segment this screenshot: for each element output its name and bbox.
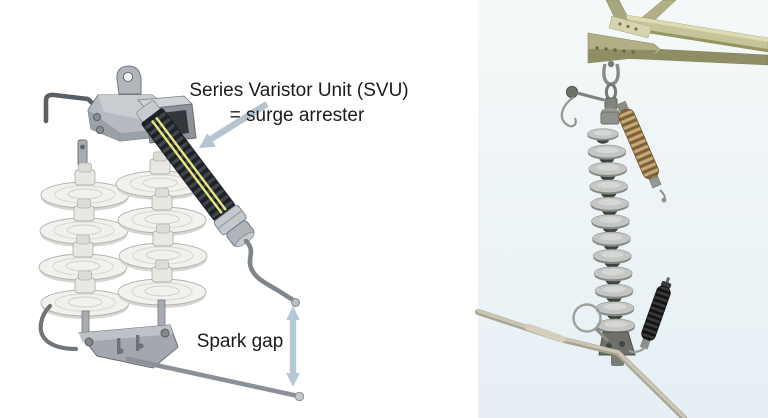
insulator-string-left: [38, 162, 130, 336]
lead-ball-tip: [291, 298, 300, 307]
conductor-splice: [524, 323, 566, 343]
rod-ball-tip: [294, 391, 305, 402]
photo-lower-arrester: [639, 276, 672, 350]
ball-fitting: [604, 97, 618, 110]
clevis-pin: [77, 139, 88, 167]
varistor-stripe: [155, 116, 227, 211]
surge-arrester: [136, 100, 255, 248]
tower-crossarm: [587, 0, 768, 66]
suspension-hardware: [560, 60, 620, 128]
spark-gap-label: Spark gap: [197, 331, 284, 352]
conductor-rod: [125, 356, 301, 399]
arrester-link-wire: [628, 346, 647, 354]
string-pin: [157, 299, 166, 327]
bracket-eye-hole: [122, 71, 134, 83]
yoke-plate: [78, 324, 179, 369]
string-pin: [81, 310, 90, 336]
corona-knob: [565, 85, 579, 99]
varistor-stripe: [150, 119, 223, 214]
installation-photo: [475, 0, 768, 418]
gusset-plate: [608, 15, 653, 39]
pointer-arrow: [199, 101, 269, 148]
insulator-top-cap: [600, 111, 620, 125]
hanger-bolt: [607, 60, 615, 68]
hook-wire: [560, 96, 577, 128]
conductor-wire: [475, 309, 687, 418]
spark-gap-arrow: [286, 306, 300, 387]
arrester-lead-wire: [243, 238, 297, 304]
svu-label-line2: = surge arrester: [230, 105, 365, 126]
bracket-bolt: [95, 125, 105, 135]
yoke-bolt: [84, 337, 94, 347]
lower-arcing-horn: [38, 303, 79, 352]
yoke-bolt: [160, 328, 170, 338]
svu-label-line1: Series Varistor Unit (SVU): [189, 80, 408, 101]
svu-diagram: Series Varistor Unit (SVU) = surge arres…: [38, 65, 409, 402]
bracket-bolt: [92, 112, 102, 122]
photo-upper-arrester: [616, 100, 662, 189]
upper-arcing-horn: [43, 92, 110, 124]
grip-loop: [572, 303, 602, 333]
